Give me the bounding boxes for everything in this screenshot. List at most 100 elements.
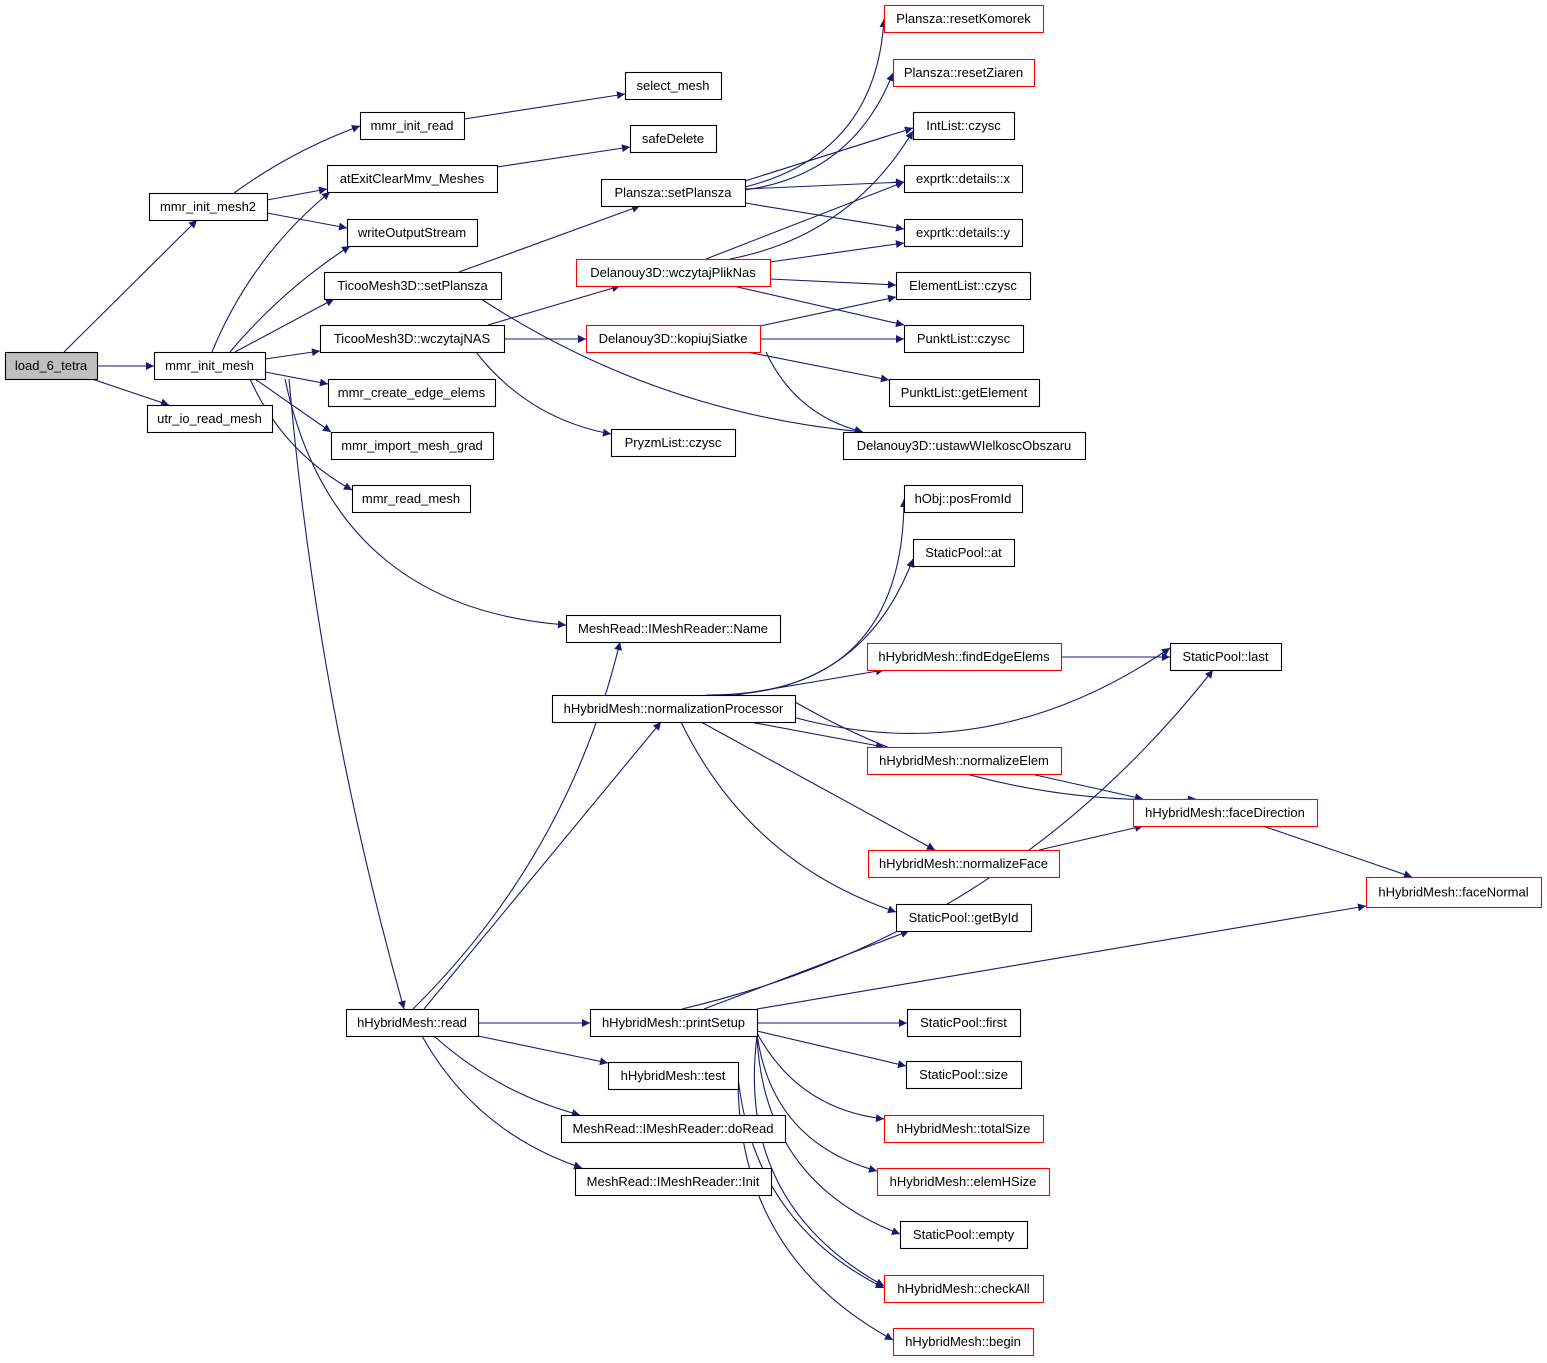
node-mmr_init_mesh2[interactable]: mmr_init_mesh2: [148, 192, 269, 222]
edge-Delanouy3D_kopiujSiatke-to-PunktList_getElement: [746, 351, 890, 383]
node-PryzmList_czysc[interactable]: PryzmList::czysc: [610, 428, 737, 458]
node-PunktList_czysc[interactable]: PunktList::czysc: [903, 324, 1025, 354]
node-safeDelete[interactable]: safeDelete: [629, 124, 718, 154]
node-label: StaticPool::getById: [909, 910, 1019, 925]
node-hHybridMesh_faceDirection[interactable]: hHybridMesh::faceDirection: [1132, 798, 1319, 828]
node-hHybridMesh_test[interactable]: hHybridMesh::test: [607, 1061, 740, 1091]
edge-TicooMesh3D_setPlansza-to-Delanouy3D_ustawWIelkoscObszaru: [480, 298, 864, 436]
node-IntList_czysc[interactable]: IntList::czysc: [912, 111, 1016, 141]
node-box: [903, 484, 1024, 514]
node-box: [1169, 642, 1283, 672]
node-label: StaticPool::empty: [913, 1227, 1015, 1242]
edge-hHybridMesh_test-to-hHybridMesh_checkAll: [737, 1076, 885, 1289]
node-load_6_tetra[interactable]: load_6_tetra: [4, 351, 99, 381]
node-StaticPool_first[interactable]: StaticPool::first: [906, 1008, 1022, 1038]
node-utr_io_read_mesh[interactable]: utr_io_read_mesh: [146, 404, 274, 434]
edge-hHybridMesh_printSetup-to-hHybridMesh_checkAll: [753, 1035, 885, 1287]
node-box: [351, 484, 472, 514]
node-mmr_init_mesh[interactable]: mmr_init_mesh: [153, 351, 267, 381]
edge-hHybridMesh_normalizeFace-to-hHybridMesh_faceDirection: [1038, 823, 1144, 851]
edge-mmr_init_mesh-to-writeOutputStream: [229, 245, 351, 353]
node-label: mmr_init_mesh: [165, 358, 254, 373]
node-hHybridMesh_printSetup[interactable]: hHybridMesh::printSetup: [589, 1008, 759, 1038]
node-mmr_create_edge_elems[interactable]: mmr_create_edge_elems: [327, 378, 497, 408]
edge-hHybridMesh_printSetup-to-StaticPool_size: [756, 1030, 907, 1069]
node-exprtk_details_x[interactable]: exprtk::details::x: [903, 164, 1024, 194]
node-label: mmr_init_read: [370, 118, 453, 133]
edge-mmr_init_mesh-to-mmr_create_edge_elems: [264, 371, 329, 387]
node-label: ElementList::czysc: [909, 278, 1017, 293]
edge-hHybridMesh_printSetup-to-StaticPool_getById: [703, 930, 910, 1010]
node-select_mesh[interactable]: select_mesh: [624, 71, 723, 101]
node-Plansza_resetZiaren[interactable]: Plansza::resetZiaren: [892, 58, 1036, 88]
node-label: hHybridMesh::checkAll: [897, 1281, 1029, 1296]
node-StaticPool_getById[interactable]: StaticPool::getById: [895, 903, 1033, 933]
node-hHybridMesh_read[interactable]: hHybridMesh::read: [345, 1008, 480, 1038]
node-box: [895, 271, 1032, 301]
node-StaticPool_last[interactable]: StaticPool::last: [1169, 642, 1283, 672]
node-hHybridMesh_totalSize[interactable]: hHybridMesh::totalSize: [883, 1114, 1045, 1144]
node-MeshRead_IMeshReader_Init[interactable]: MeshRead::IMeshReader::Init: [574, 1167, 773, 1197]
node-TicooMesh3D_setPlansza[interactable]: TicooMesh3D::setPlansza: [323, 271, 503, 301]
edge-hHybridMesh_printSetup-to-hHybridMesh_faceNormal: [756, 903, 1367, 1010]
node-hHybridMesh_normalizeFace[interactable]: hHybridMesh::normalizeFace: [867, 849, 1061, 879]
node-Plansza_setPlansza[interactable]: Plansza::setPlansza: [600, 178, 747, 208]
node-hHybridMesh_faceNormal[interactable]: hHybridMesh::faceNormal: [1365, 876, 1543, 909]
node-writeOutputStream[interactable]: writeOutputStream: [346, 218, 479, 248]
node-MeshRead_IMeshReader_Name[interactable]: MeshRead::IMeshReader::Name: [565, 614, 782, 644]
node-label: StaticPool::size: [919, 1067, 1008, 1082]
node-hHybridMesh_checkAll[interactable]: hHybridMesh::checkAll: [883, 1274, 1045, 1304]
node-label: hHybridMesh::elemHSize: [890, 1174, 1037, 1189]
node-label: select_mesh: [637, 78, 710, 93]
node-box: [624, 71, 723, 101]
node-box: [610, 428, 737, 458]
node-PunktList_getElement[interactable]: PunktList::getElement: [888, 378, 1041, 408]
node-box: [345, 1008, 480, 1038]
node-MeshRead_IMeshReader_doRead[interactable]: MeshRead::IMeshReader::doRead: [560, 1114, 787, 1144]
node-label: IntList::czysc: [926, 118, 1001, 133]
node-box: [551, 694, 797, 724]
node-label: mmr_read_mesh: [362, 491, 460, 506]
node-label: Plansza::resetKomorek: [896, 11, 1031, 26]
node-label: MeshRead::IMeshReader::doRead: [573, 1121, 774, 1136]
node-box: [876, 1167, 1051, 1197]
node-Delanouy3D_wczytajPlikNas[interactable]: Delanouy3D::wczytajPlikNas: [575, 258, 772, 288]
node-TicooMesh3D_wczytajNAS[interactable]: TicooMesh3D::wczytajNAS: [319, 324, 506, 354]
node-StaticPool_empty[interactable]: StaticPool::empty: [899, 1220, 1029, 1250]
node-label: Plansza::resetZiaren: [904, 65, 1023, 80]
node-hObj_posFromId[interactable]: hObj::posFromId: [903, 484, 1024, 514]
node-label: Delanouy3D::kopiujSiatke: [599, 331, 748, 346]
edge-mmr_init_mesh-to-mmr_read_mesh: [249, 378, 353, 491]
node-Delanouy3D_ustawWIelkoscObszaru[interactable]: Delanouy3D::ustawWIelkoscObszaru: [842, 431, 1087, 461]
node-mmr_import_mesh_grad[interactable]: mmr_import_mesh_grad: [330, 431, 495, 461]
node-box: [346, 218, 479, 248]
node-box: [903, 164, 1024, 194]
node-exprtk_details_y[interactable]: exprtk::details::y: [903, 218, 1024, 248]
node-StaticPool_size[interactable]: StaticPool::size: [905, 1060, 1023, 1090]
node-hHybridMesh_findEdgeElems[interactable]: hHybridMesh::findEdgeElems: [866, 642, 1063, 672]
edge-hHybridMesh_read-to-hHybridMesh_test: [477, 1035, 609, 1066]
edge-hHybridMesh_printSetup-to-hHybridMesh_elemHSize: [756, 1033, 878, 1173]
node-hHybridMesh_normalizeElem[interactable]: hHybridMesh::normalizeElem: [866, 746, 1063, 776]
edge-hHybridMesh_printSetup-to-hHybridMesh_totalSize: [756, 1032, 885, 1123]
node-mmr_init_read[interactable]: mmr_init_read: [359, 111, 466, 141]
node-hHybridMesh_elemHSize[interactable]: hHybridMesh::elemHSize: [876, 1167, 1051, 1197]
node-label: hHybridMesh::test: [621, 1068, 726, 1083]
node-StaticPool_at[interactable]: StaticPool::at: [912, 538, 1016, 568]
edge-Delanouy3D_wczytajPlikNas-to-exprtk_details_x: [705, 181, 905, 260]
node-box: [629, 124, 718, 154]
node-mmr_read_mesh[interactable]: mmr_read_mesh: [351, 484, 472, 514]
node-box: [4, 351, 99, 381]
node-label: TicooMesh3D::wczytajNAS: [334, 331, 491, 346]
edge-Delanouy3D_kopiujSiatke-to-Delanouy3D_ustawWIelkoscObszaru: [765, 351, 864, 434]
edge-mmr_init_mesh-to-atExitClearMmv_Meshes: [211, 191, 331, 353]
node-hHybridMesh_normalizationProcessor[interactable]: hHybridMesh::normalizationProcessor: [551, 694, 797, 724]
node-ElementList_czysc[interactable]: ElementList::czysc: [895, 271, 1032, 301]
node-Plansza_resetKomorek[interactable]: Plansza::resetKomorek: [883, 4, 1045, 34]
node-label: mmr_import_mesh_grad: [341, 438, 483, 453]
node-Delanouy3D_kopiujSiatke[interactable]: Delanouy3D::kopiujSiatke: [585, 324, 762, 354]
node-hHybridMesh_begin[interactable]: hHybridMesh::begin: [892, 1327, 1035, 1357]
edge-Delanouy3D_wczytajPlikNas-to-exprtk_details_y: [769, 240, 905, 263]
node-box: [912, 538, 1016, 568]
node-atExitClearMmv_Meshes[interactable]: atExitClearMmv_Meshes: [326, 164, 499, 194]
